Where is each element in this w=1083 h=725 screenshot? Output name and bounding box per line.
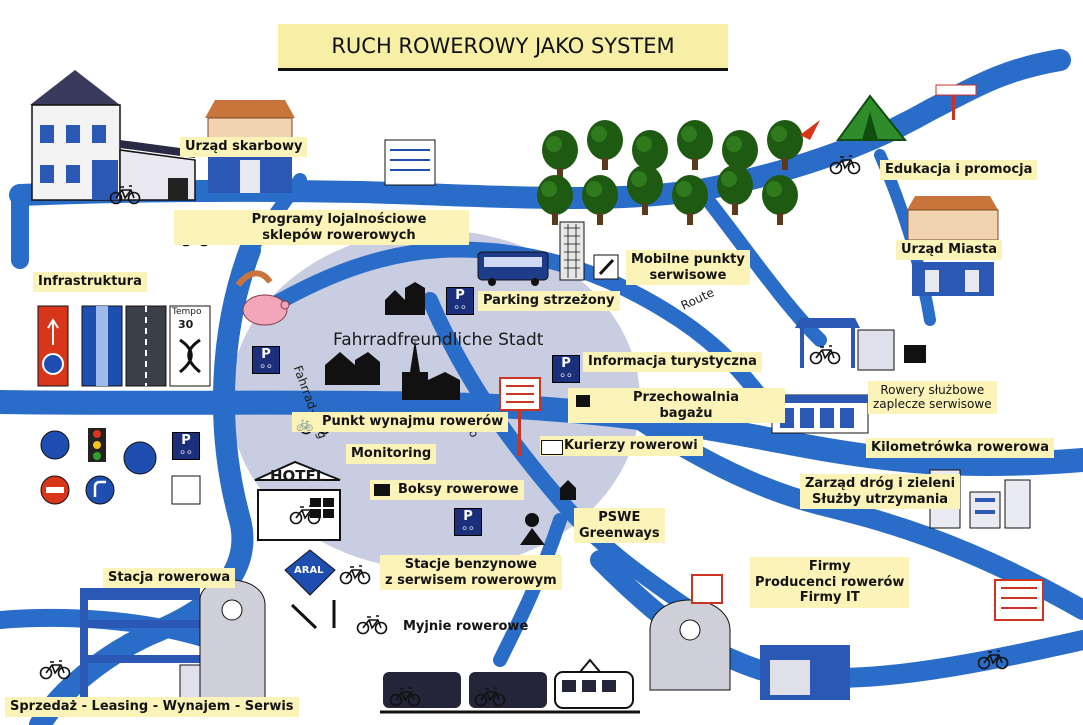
bike-station-building	[80, 579, 266, 706]
label-infrastruktura: Infrastruktura	[33, 272, 147, 292]
parking-letter: P	[463, 509, 473, 524]
label-stacja-rowerowa: Stacja rowerowa	[103, 568, 236, 588]
suitcase-icon	[576, 395, 590, 407]
parking-bike-icon: P⚪⚪	[252, 346, 280, 374]
parking-bike-icon: P⚪⚪	[552, 355, 580, 383]
label-sprzedaz: Sprzedaż - Leasing - Wynajem - Serwis	[5, 697, 299, 717]
label-aral: ARAL	[294, 565, 324, 576]
label-line: Mobilne punkty	[631, 252, 745, 267]
label-line: Przechowalnia	[633, 390, 739, 405]
railway-station-building	[649, 599, 850, 700]
suitcase-icon	[374, 484, 390, 496]
aral-sign-icon	[284, 549, 336, 596]
label-line: bagażu	[659, 405, 713, 421]
label-tempo-30: 30	[178, 318, 194, 331]
skyscraper-icon	[559, 221, 585, 281]
label-kurierzy: Kurierzy rowerowi	[540, 436, 703, 456]
diagram-title: RUCH ROWEROWY JAKO SYSTEM	[278, 24, 728, 71]
bicycle-icon: 🚲	[296, 416, 314, 432]
label-stacje-benzynowe: Stacje benzynowe z serwisem rowerowym	[380, 555, 562, 591]
label-boksy: Boksy rowerowe	[370, 480, 524, 500]
label-kilometrowka: Kilometrówka rowerowa	[866, 438, 1055, 458]
label-urzad-miasta: Urząd Miasta	[896, 240, 1003, 260]
bicycle-icon	[339, 565, 371, 585]
label-line: Programy lojalnościowe	[251, 212, 427, 227]
label-line: z serwisem rowerowym	[385, 572, 557, 588]
bike-shelter-right	[795, 318, 895, 371]
parking-bike-icon: P⚪⚪	[454, 508, 482, 536]
wrench-icon	[290, 254, 619, 630]
label-line: Greenways	[579, 525, 660, 541]
police-cyclist-icon	[520, 513, 545, 545]
label-pswe: PSWE Greenways	[574, 508, 665, 544]
label-firmy: Firmy Producenci rowerów Firmy IT	[750, 557, 910, 608]
bicycle-icon	[39, 660, 71, 680]
envelope-icon	[541, 440, 563, 455]
label-zarzad-drog: Zarząd dróg i zieleni Służby utrzymania	[800, 474, 961, 510]
label-line: Stacje benzynowe	[404, 557, 537, 572]
label-line: sklepów rowerowych	[262, 227, 416, 243]
label-hotel: HOTEL	[270, 467, 326, 485]
label-line: zaplecze serwisowe	[873, 397, 992, 412]
suitcase-icon	[904, 345, 926, 363]
info-boards	[384, 139, 1044, 621]
label-mobilne-punkty: Mobilne punkty serwisowe	[626, 250, 750, 286]
city-hall-building	[907, 196, 999, 296]
label-line: Służby utrzymania	[812, 491, 949, 507]
label-programy-lojalnosciowe: Programy lojalnościowe sklepów rowerowyc…	[174, 210, 469, 246]
town-silhouette	[325, 282, 576, 500]
bicycle-icon	[356, 615, 388, 635]
piggy-bank-icon	[235, 270, 290, 326]
label-parking: Parking strzeżony	[478, 291, 620, 311]
service-depot-building	[771, 394, 869, 434]
parking-letter: P	[261, 347, 271, 362]
label-line: PSWE	[598, 510, 641, 525]
label-line: Rowery służbowe	[880, 383, 985, 397]
label-line: serwisowe	[649, 267, 727, 283]
label-rowery-sluzbowe: Rowery służbowe zaplecze serwisowe	[868, 381, 997, 414]
label-monitoring: Monitoring	[346, 444, 437, 464]
label-informacja: Informacja turystyczna	[583, 352, 762, 372]
label-tempo: Tempo	[172, 307, 202, 317]
bus-icon	[477, 251, 549, 286]
traffic-signs-group	[37, 305, 211, 505]
parking-bike-icon: P⚪⚪	[172, 432, 200, 460]
label-line: Zarząd dróg i zieleni	[805, 476, 956, 491]
bicycle-icon	[809, 345, 841, 365]
hotel-icon	[254, 460, 341, 541]
parking-letter: P	[455, 288, 465, 303]
tax-office-building	[205, 100, 295, 193]
train-icon	[380, 658, 640, 714]
signpost-icon	[935, 84, 977, 120]
label-line: Firmy	[808, 559, 851, 574]
label-edukacja: Edukacja i promocja	[880, 160, 1038, 180]
label-punkt-wynajmu: Punkt wynajmu rowerów	[292, 412, 509, 432]
label-city-center: Fahrradfreundliche Stadt	[333, 330, 544, 350]
label-line: Firmy IT	[799, 590, 860, 606]
tent-icon	[800, 94, 908, 141]
parking-letter: P	[181, 433, 191, 448]
label-przechowalnia: Przechowalnia bagażu	[568, 388, 785, 424]
parking-bike-icon: P⚪⚪	[446, 287, 474, 315]
house-icon-residence	[30, 70, 196, 201]
label-urzad-skarbowy: Urząd skarbowy	[180, 137, 308, 157]
label-myjnie: Myjnie rowerowe	[403, 619, 529, 634]
parking-letter: P	[561, 356, 571, 371]
label-line: Producenci rowerów	[755, 574, 905, 590]
